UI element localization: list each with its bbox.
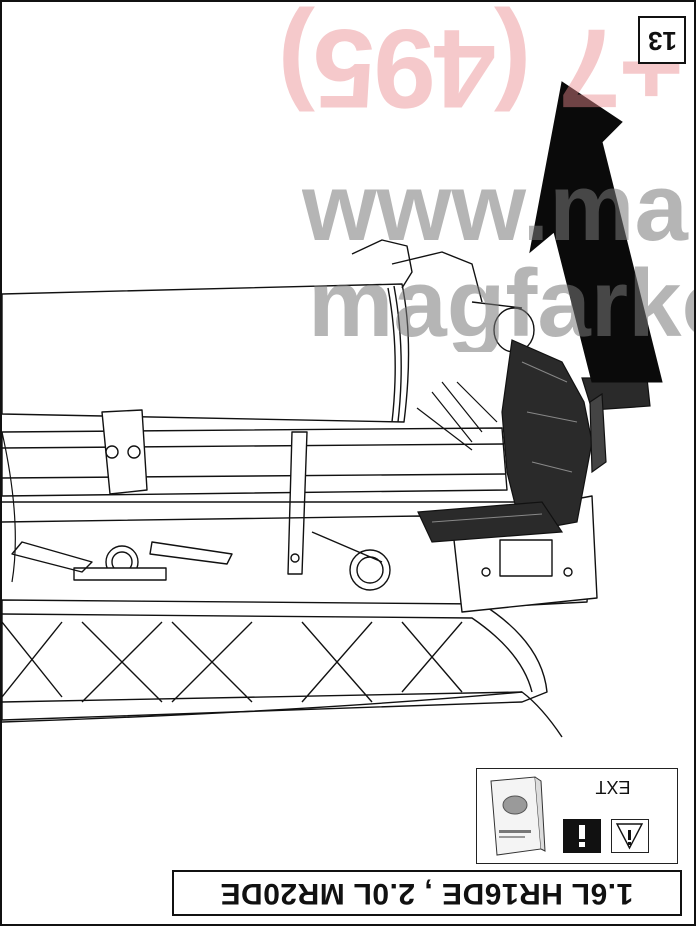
frame-beam — [2, 427, 508, 497]
watermark-www: www.ma — [302, 160, 688, 256]
direction-arrow — [529, 81, 663, 383]
warning-icon — [563, 819, 601, 853]
engine-label-strip: 1.6L HR16DE , 2.0L MR20DE — [172, 870, 682, 916]
notice-block: EXT — [476, 768, 678, 864]
step-number-box: 13 — [638, 16, 686, 64]
engine-label: 1.6L HR16DE , 2.0L MR20DE — [220, 877, 634, 910]
service-manual-icon — [485, 775, 547, 857]
watermark-site: magfarkop — [308, 256, 694, 352]
notice-label: EXT — [595, 777, 631, 797]
towbar-bracket — [417, 339, 651, 543]
muffler — [2, 283, 410, 423]
step-number: 13 — [647, 25, 677, 56]
bumper-beam — [2, 599, 548, 721]
watermark-phone: +7 (495) — [279, 6, 684, 131]
info-icon — [611, 819, 649, 853]
